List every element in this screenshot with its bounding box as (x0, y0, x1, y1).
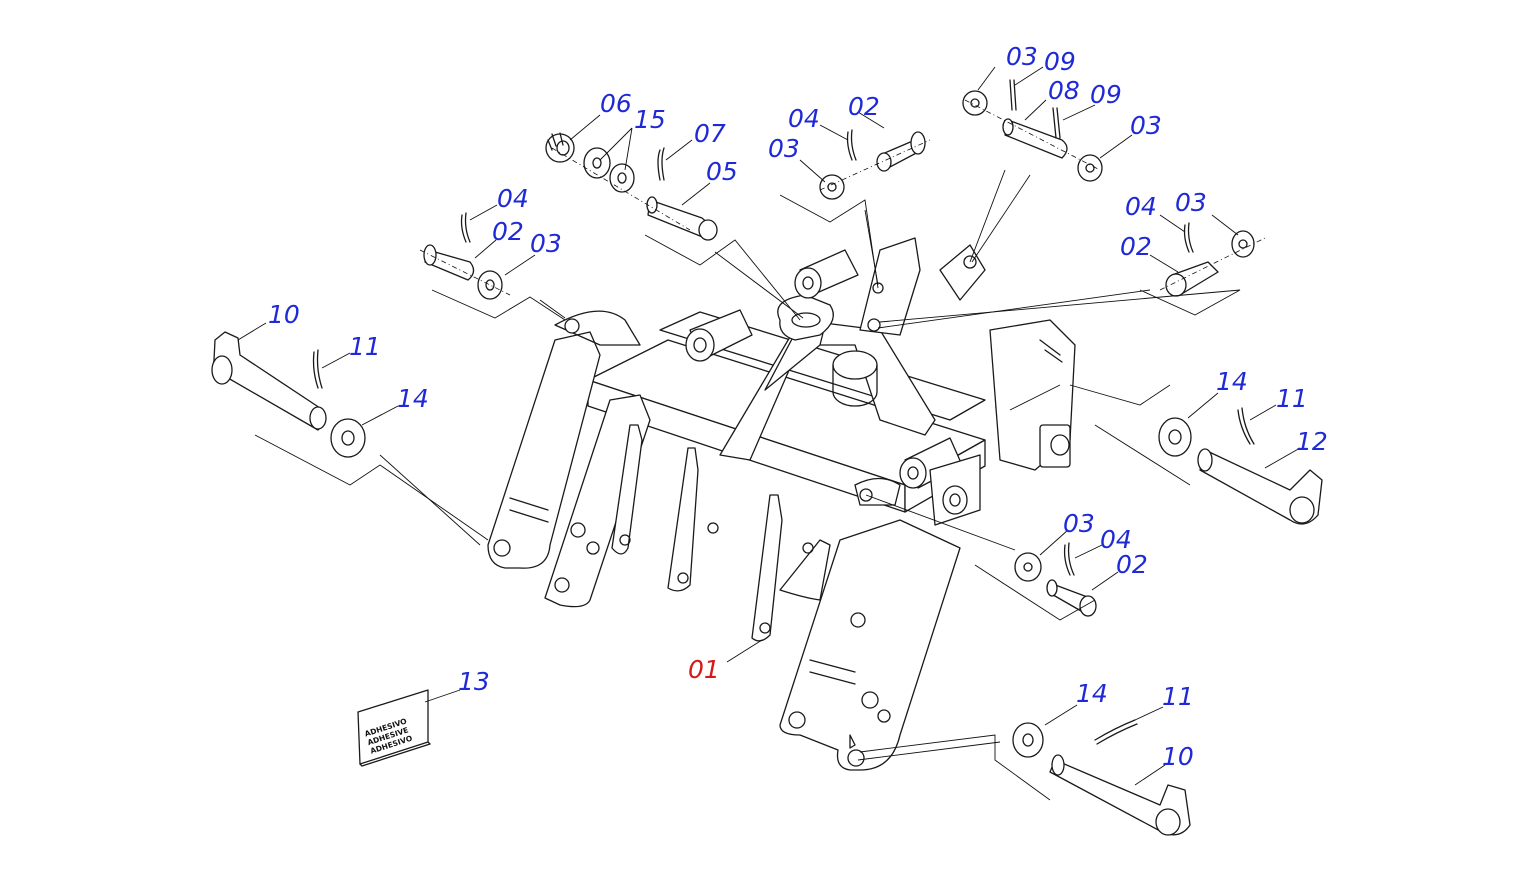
callout-02: 02 (492, 217, 524, 246)
callout-14: 14 (1216, 367, 1248, 396)
callout-labels: 06 15 07 05 04 02 03 03 09 08 09 03 04 0… (268, 42, 1328, 771)
callout-11: 11 (349, 332, 381, 361)
callout-03: 03 (1175, 188, 1207, 217)
bush-mid (794, 249, 859, 299)
callout-04: 04 (497, 184, 529, 213)
callout-02: 02 (1116, 550, 1148, 579)
callout-07: 07 (694, 119, 726, 148)
part-13-sticker: ADHESIVO ADHESIVE ADHESIVO (357, 689, 431, 767)
callout-leaders (237, 66, 1301, 786)
callout-14: 14 (1076, 679, 1108, 708)
callout-03: 03 (530, 229, 562, 258)
part-15-washers (583, 147, 635, 193)
callout-03: 03 (1006, 42, 1038, 71)
part-group-top-right (962, 79, 1103, 182)
callout-12: 12 (1296, 427, 1328, 456)
callout-04: 04 (1100, 525, 1132, 554)
callout-04: 04 (1125, 192, 1157, 221)
bush-left (685, 309, 753, 362)
part-group-bottom-pin (1012, 719, 1191, 836)
callout-08: 08 (1048, 76, 1080, 105)
callout-03: 03 (1130, 111, 1162, 140)
callout-09: 09 (1044, 47, 1076, 76)
part-group-left (419, 212, 511, 300)
part-group-right (1159, 222, 1266, 297)
callout-06: 06 (600, 89, 632, 118)
part-07-split-pin (657, 147, 665, 181)
callout-01: 01 (688, 655, 720, 684)
part-group-top-mid (819, 129, 931, 200)
callout-10: 10 (268, 300, 300, 329)
callout-02: 02 (848, 92, 880, 121)
callout-02: 02 (1120, 232, 1152, 261)
main-frame-assembly (487, 237, 1076, 771)
callout-05: 05 (706, 157, 738, 186)
part-06-nut (545, 132, 575, 163)
callout-10: 10 (1162, 742, 1194, 771)
assembly-lines (254, 169, 1241, 801)
part-05-pin (646, 196, 718, 241)
callout-03: 03 (1063, 509, 1095, 538)
callout-03: 03 (768, 134, 800, 163)
callout-11: 11 (1276, 384, 1308, 413)
callout-14: 14 (397, 384, 429, 413)
callout-11: 11 (1162, 682, 1194, 711)
callout-13: 13 (458, 667, 490, 696)
part-group-left-pin (211, 331, 366, 458)
part-group-right-pin (1158, 407, 1323, 525)
callout-04: 04 (788, 104, 820, 133)
callout-09: 09 (1090, 80, 1122, 109)
callout-15: 15 (634, 105, 666, 134)
